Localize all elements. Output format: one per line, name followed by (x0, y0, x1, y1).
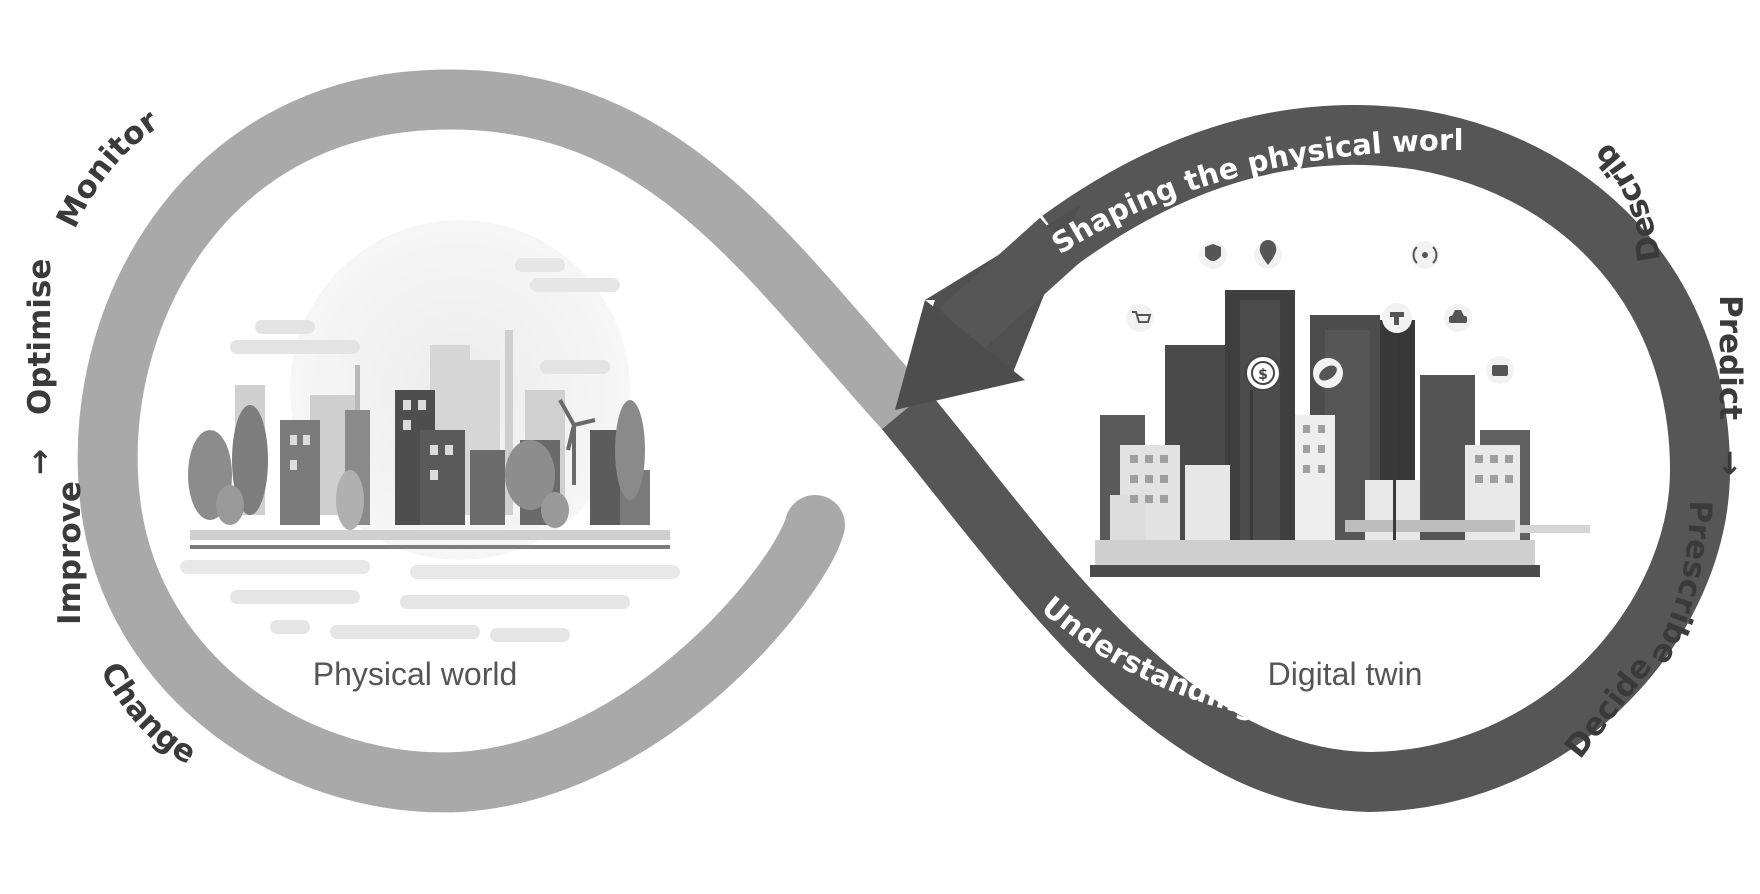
dollar-icon: $ (1245, 355, 1281, 391)
left-loop-band (77, 69, 935, 813)
leaf-icon (1313, 358, 1343, 388)
cycle-left-arrow: → (22, 449, 58, 475)
cycle-right-arrow: → (1712, 450, 1748, 476)
shield-check-icon (1199, 241, 1227, 269)
cycle-optimise: Optimise (22, 259, 58, 415)
cycle-monitor: Monitor (50, 103, 166, 234)
water-tap-icon (1382, 303, 1412, 333)
location-pin-icon (1254, 240, 1282, 269)
digital-twin-title: Digital twin (1268, 656, 1423, 692)
car-icon (1444, 304, 1472, 332)
digital-twin-illustration (1090, 290, 1590, 577)
physical-world-illustration (180, 220, 680, 642)
physical-world-title: Physical world (313, 656, 518, 692)
shopping-cart-icon (1126, 304, 1154, 332)
shaping-arrow-tip (895, 300, 1025, 410)
right-loop-band (881, 104, 1731, 813)
shaping-arrow-shaft (939, 217, 1081, 353)
svg-text:$: $ (1258, 367, 1268, 383)
wifi-signal-icon (1411, 241, 1439, 269)
cycle-improve: Improve (52, 481, 88, 625)
cycle-predict: Predict (1712, 295, 1748, 420)
tv-icon (1486, 356, 1514, 384)
